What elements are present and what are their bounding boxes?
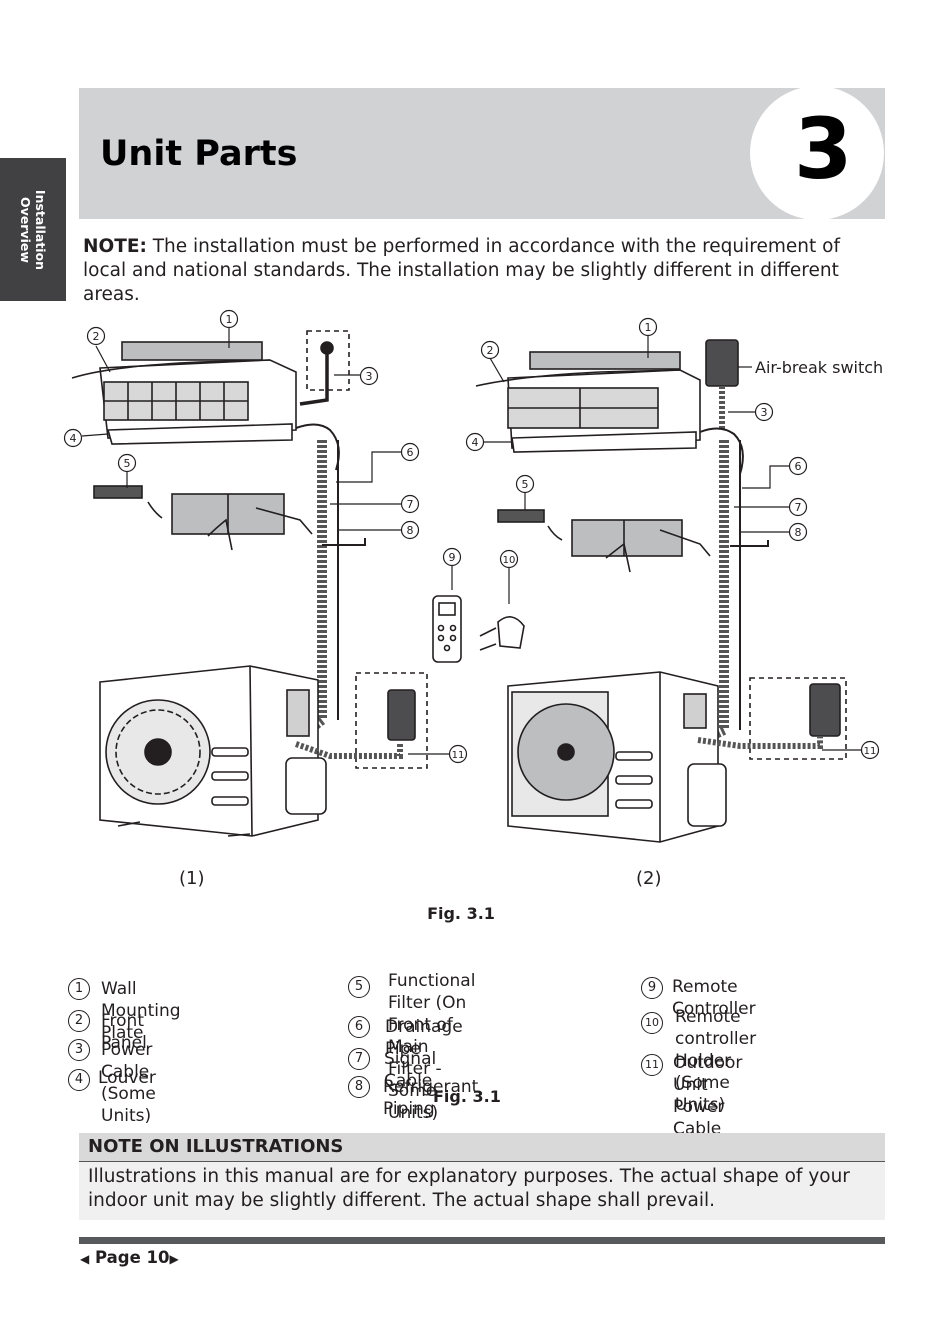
callout-left-1: 1	[226, 313, 233, 326]
legend-number: 7	[348, 1048, 370, 1070]
illustration-note-title: NOTE ON ILLUSTRATIONS	[79, 1133, 885, 1162]
chapter-badge: 3	[750, 88, 884, 219]
air-break-switch-label: Air-break switch	[755, 358, 883, 377]
note-text: The installation must be performed in ac…	[83, 236, 840, 305]
legend-number: 10	[641, 1012, 663, 1034]
callout-left-7: 7	[407, 498, 414, 511]
installation-note: NOTE: The installation must be performed…	[83, 235, 883, 307]
chapter-number: 3	[794, 100, 853, 198]
illustration-note-box: NOTE ON ILLUSTRATIONS Illustrations in t…	[79, 1133, 885, 1220]
callout-center-10: 10	[503, 555, 516, 566]
legend-number: 4	[68, 1069, 90, 1091]
legend-text: Drainage Pipe	[385, 1017, 463, 1059]
legend-number: 8	[348, 1076, 370, 1098]
illustration-note-text: Illustrations in this manual are for exp…	[88, 1166, 850, 1211]
page-header: Unit Parts 3	[79, 88, 885, 219]
legend-number: 2	[68, 1010, 90, 1032]
legend-text: Signal Cable	[384, 1049, 437, 1091]
callout-left-2: 2	[93, 330, 100, 343]
side-tab-label: Installation Overview	[18, 189, 48, 271]
callout-right-6: 6	[795, 460, 802, 473]
legend-text: Remote controller Holder (Some Units)	[675, 1007, 757, 1115]
legend-number: 9	[641, 977, 663, 999]
callout-right-3: 3	[761, 406, 768, 419]
legend-text: Power Cable (Some Units)	[101, 1040, 156, 1126]
callout-left-6: 6	[407, 446, 414, 459]
left-indoor-unit	[71, 341, 297, 445]
callout-right-2: 2	[487, 344, 494, 357]
overlapping-figure-caption: Fig. 3.1	[433, 1087, 501, 1106]
page-footer: ◀ Page 10▶	[80, 1248, 179, 1267]
callout-left-11: 11	[452, 750, 465, 761]
unit-parts-figure: 1 2 3 4 5 6 7 8 11 9 10 1 2 3 4 5 6 7 8 …	[63, 309, 883, 843]
callout-left-4: 4	[70, 432, 77, 445]
callout-center-9: 9	[449, 551, 456, 564]
callout-left-3: 3	[366, 370, 373, 383]
note-label: NOTE:	[83, 236, 147, 257]
callout-right-7: 7	[795, 501, 802, 514]
page-title: Unit Parts	[100, 134, 298, 174]
legend-text: Remote Controller	[672, 977, 756, 1019]
legend-number: 1	[68, 978, 90, 1000]
legend-text: Functional Filter (On Front of Main Filt…	[388, 971, 476, 1123]
legend-number: 6	[348, 1016, 370, 1038]
prev-arrow-icon: ◀	[80, 1252, 90, 1266]
sub-caption-1: (1)	[179, 868, 205, 889]
figure-caption: Fig. 3.1	[427, 904, 495, 923]
sub-caption-2: (2)	[636, 868, 662, 889]
callout-right-4: 4	[472, 436, 479, 449]
section-side-tab: Installation Overview	[0, 158, 66, 301]
legend-text: Refrigerant Piping	[383, 1077, 479, 1119]
legend-number: 11	[641, 1054, 663, 1076]
callout-right-5: 5	[522, 478, 529, 491]
callout-left-8: 8	[407, 524, 414, 537]
callout-right-8: 8	[795, 526, 802, 539]
legend-text: Wall Mounting Plate	[101, 979, 181, 1043]
footer-rule	[79, 1237, 885, 1244]
callout-right-11: 11	[864, 746, 877, 757]
legend-text: Front Panel	[101, 1011, 147, 1053]
legend-number: 5	[348, 976, 370, 998]
legend-number: 3	[68, 1039, 90, 1061]
callout-left-5: 5	[124, 457, 131, 470]
next-arrow-icon: ▶	[169, 1252, 179, 1266]
legend-text: Louver	[98, 1068, 156, 1088]
page-number: Page 10	[94, 1248, 170, 1267]
callout-right-1: 1	[645, 321, 652, 334]
